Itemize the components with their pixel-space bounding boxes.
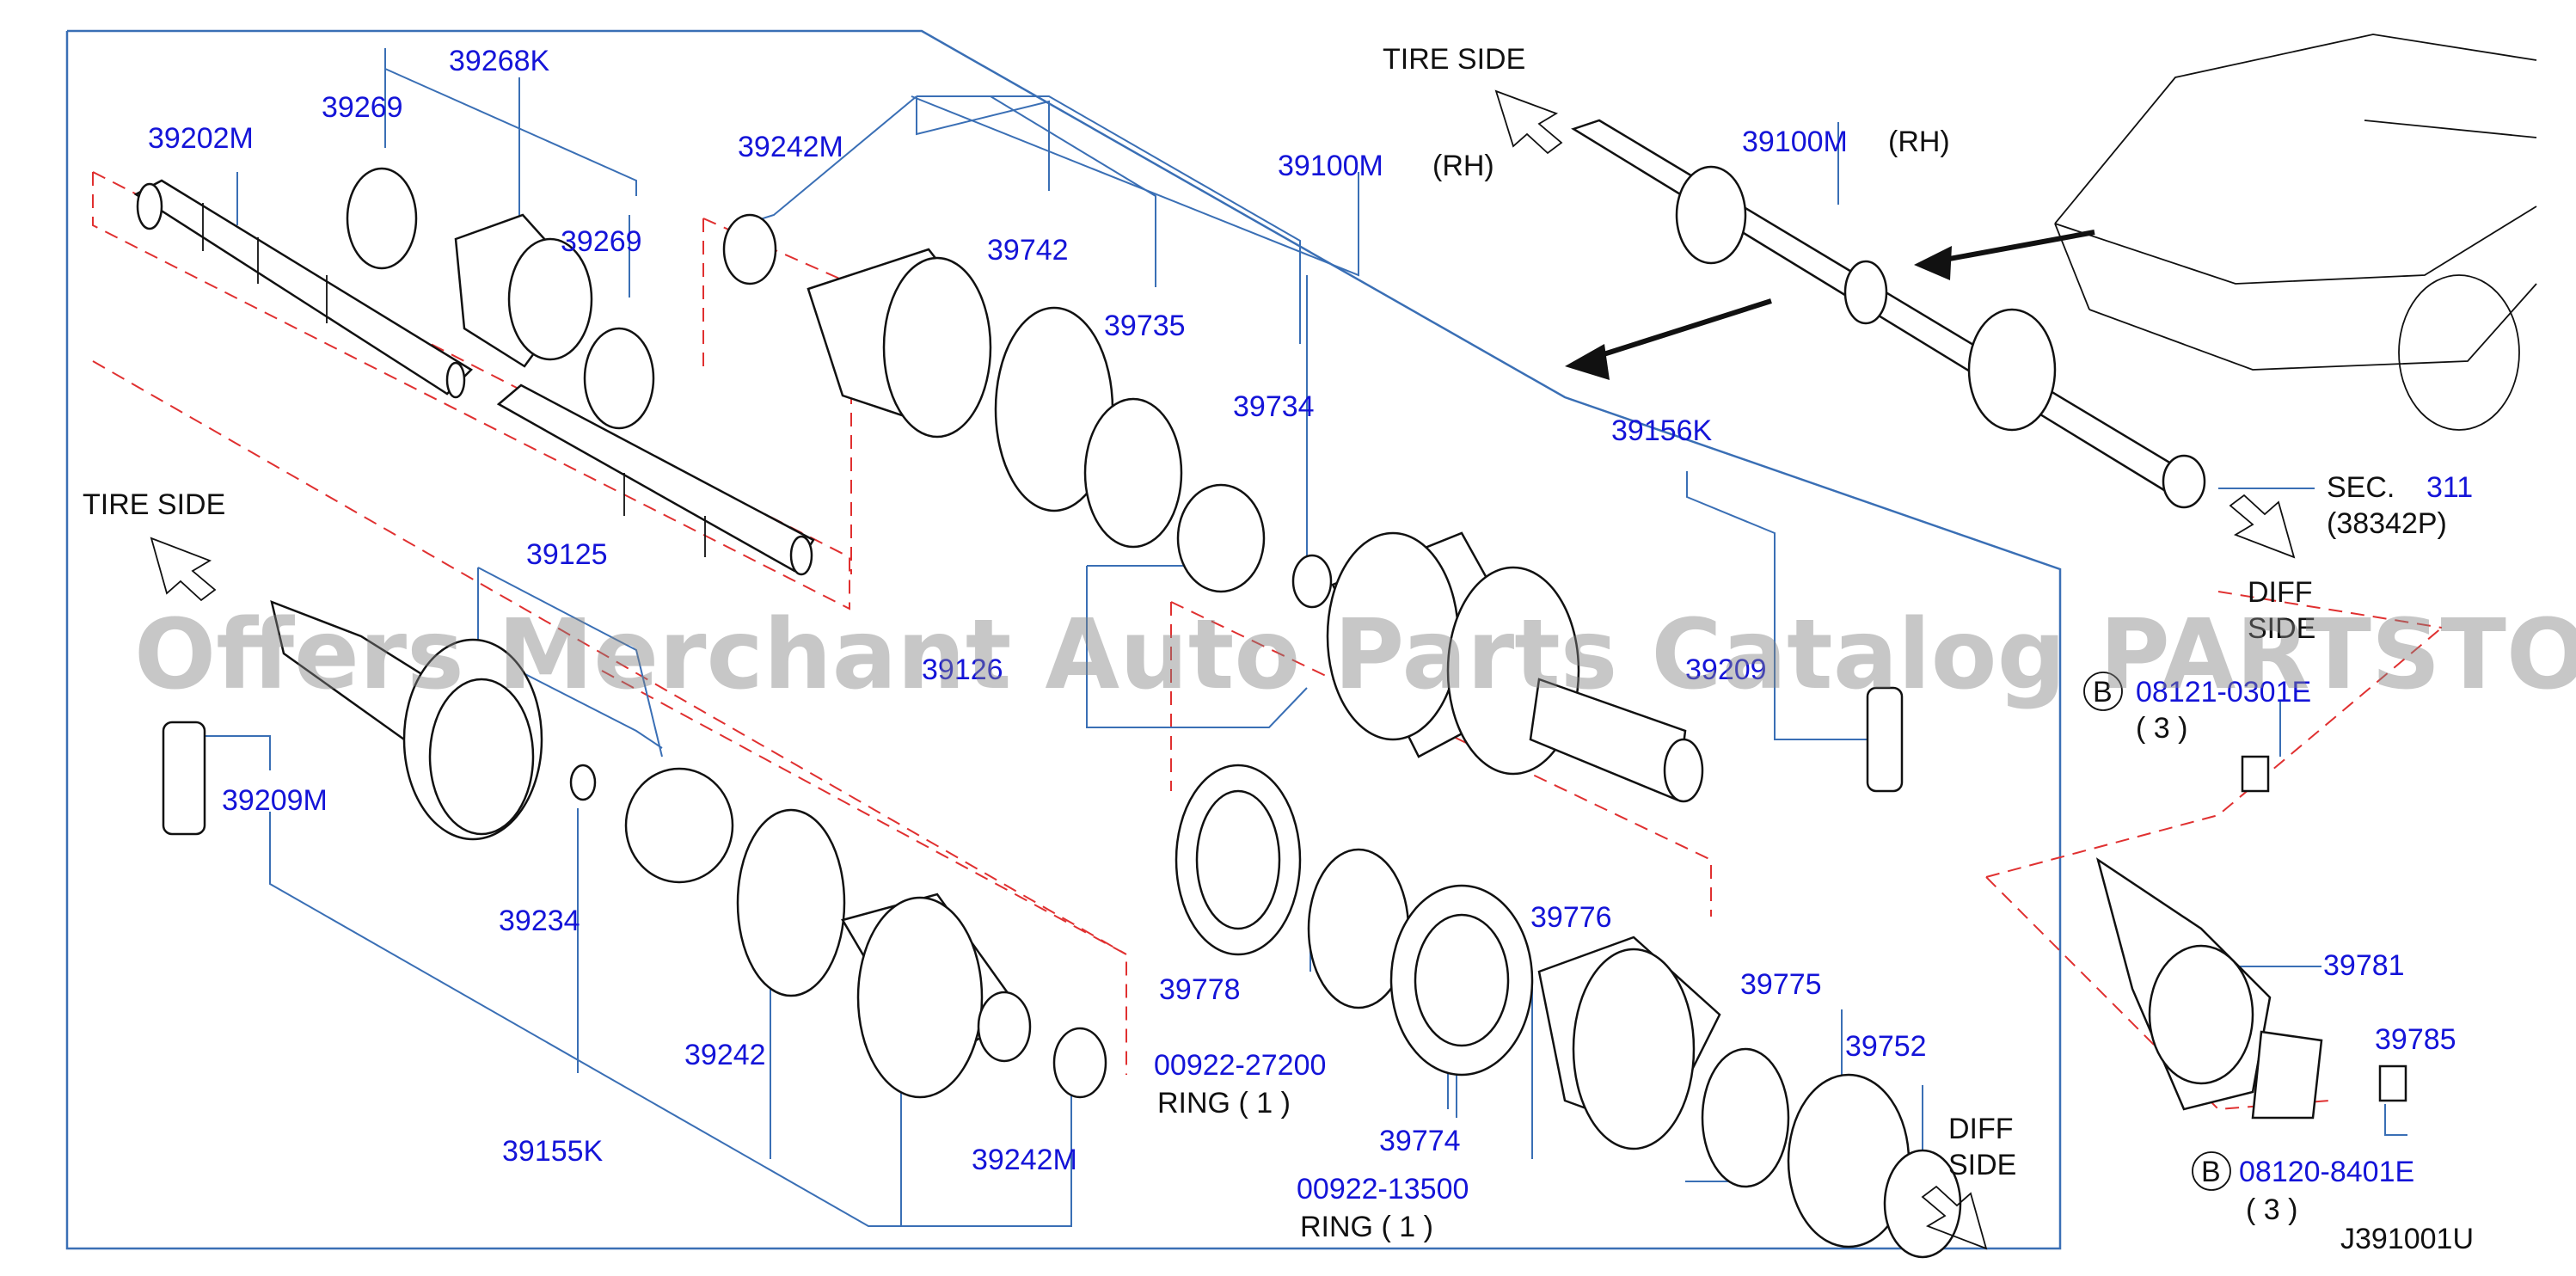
bearing-assembly-drawing [1175, 764, 1962, 1259]
diff-side-label-right-1: DIFF [2248, 576, 2313, 609]
callout-39752[interactable]: 39752 [1845, 1030, 1927, 1063]
callout-39774[interactable]: 39774 [1379, 1125, 1461, 1157]
callout-39156K[interactable]: 39156K [1611, 414, 1713, 447]
bolt-marker-circle-top [2083, 672, 2123, 711]
callout-39126[interactable]: 39126 [922, 653, 1003, 686]
callout-39125[interactable]: 39125 [526, 538, 608, 571]
diagram-code: J391001U [2340, 1223, 2474, 1255]
vehicle-outline-drawing [2054, 34, 2537, 431]
callout-39100M-car[interactable]: 39100M [1742, 126, 1848, 158]
diff-side-label-bottom-1: DIFF [1948, 1113, 2014, 1145]
sec-label: SEC. [2327, 471, 2395, 504]
callout-39202M[interactable]: 39202M [148, 122, 254, 155]
ring-label-2: RING ( 1 ) [1300, 1211, 1433, 1243]
bolt-marker-b-top: B [2093, 676, 2113, 709]
callout-39775[interactable]: 39775 [1740, 968, 1822, 1001]
callout-39785[interactable]: 39785 [2375, 1023, 2456, 1056]
callout-39242[interactable]: 39242 [684, 1039, 766, 1071]
callout-39742[interactable]: 39742 [987, 234, 1069, 267]
callout-39778[interactable]: 39778 [1159, 973, 1241, 1006]
bolt-marker-b-bottom: B [2201, 1156, 2221, 1188]
part-callouts: 39202M 39268K 39269 39269 39242M 39742 3… [148, 45, 2473, 1243]
callout-39269-right[interactable]: 39269 [561, 225, 642, 258]
callout-39735[interactable]: 39735 [1104, 310, 1186, 342]
bolt-marker-circle-bottom [2192, 1151, 2231, 1191]
diff-side-arrow-bottom-icon [1921, 1185, 1988, 1250]
tire-side-label-left: TIRE SIDE [83, 488, 225, 521]
tire-side-arrow-left-icon [150, 537, 217, 602]
callout-39781[interactable]: 39781 [2323, 949, 2405, 982]
callout-39268K[interactable]: 39268K [449, 45, 550, 77]
diff-side-arrow-right-icon [2229, 494, 2296, 559]
callout-sec-311[interactable]: 311 [2426, 471, 2473, 504]
rh-label-main: (RH) [1432, 150, 1494, 182]
callout-39100M-main[interactable]: 39100M [1278, 150, 1383, 182]
callout-39234[interactable]: 39234 [499, 905, 580, 937]
callout-08121-0301E[interactable]: 08121-0301E [2136, 676, 2311, 709]
direction-arrows [1565, 230, 2095, 380]
callout-39734[interactable]: 39734 [1233, 390, 1315, 423]
assembly-frame [65, 29, 2062, 1250]
callout-39209M[interactable]: 39209M [222, 784, 328, 817]
qty-08120: ( 3 ) [2246, 1193, 2297, 1226]
direction-labels: TIRE SIDE TIRE SIDE DIFF SIDE DIFF SIDE [83, 43, 2315, 1181]
tire-side-arrow-top-icon [1494, 89, 1563, 155]
callout-39269-left[interactable]: 39269 [322, 91, 403, 124]
callout-39776[interactable]: 39776 [1530, 901, 1612, 934]
callout-00922-13500[interactable]: 00922-13500 [1297, 1173, 1469, 1205]
outer-joint-drawing [1326, 531, 1904, 803]
tire-side-label-top: TIRE SIDE [1383, 43, 1525, 76]
ring-label-1: RING ( 1 ) [1157, 1087, 1291, 1120]
watermark: Offers Merchant Auto Parts Catalog PARTS… [134, 599, 2576, 711]
qty-08121: ( 3 ) [2136, 712, 2187, 745]
callout-39209[interactable]: 39209 [1685, 653, 1767, 686]
axle-shaft-drawing [133, 179, 815, 576]
diff-side-label-right-2: SIDE [2248, 612, 2315, 645]
inner-joint-drawing [162, 599, 1107, 1099]
rh-label-car: (RH) [1888, 126, 1950, 158]
callout-39155K[interactable]: 39155K [502, 1135, 604, 1168]
boot-and-clamp-upper-drawing [346, 167, 1333, 609]
callout-39242M-top[interactable]: 39242M [738, 131, 843, 163]
diff-side-label-bottom-2: SIDE [1948, 1149, 2016, 1181]
sec-sub-label: (38342P) [2327, 507, 2447, 540]
callout-08120-8401E[interactable]: 08120-8401E [2239, 1156, 2414, 1188]
driveshaft-car-drawing [1571, 119, 2206, 509]
callout-39242M-bottom[interactable]: 39242M [972, 1144, 1077, 1176]
callout-00922-27200[interactable]: 00922-27200 [1154, 1049, 1326, 1082]
bracket-drawing [2095, 755, 2407, 1120]
